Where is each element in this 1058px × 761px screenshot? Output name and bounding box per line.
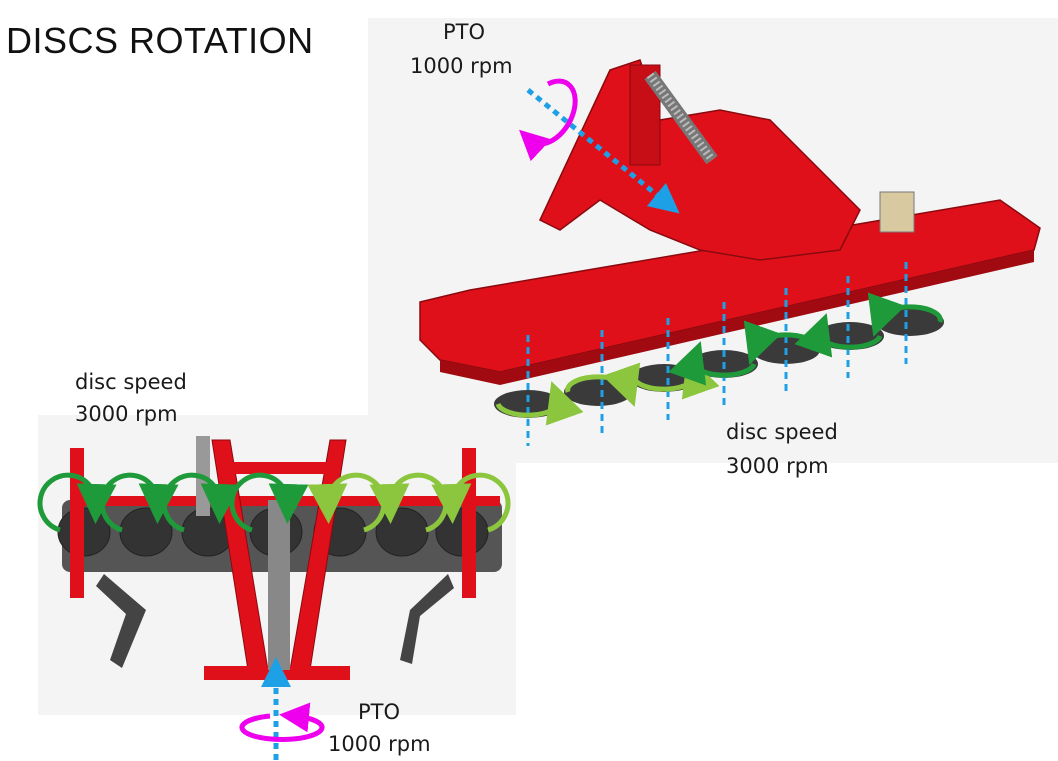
bottom-rotation-arrows: [37, 472, 511, 533]
bottom-mower: [37, 436, 511, 760]
top-arrow-6: [794, 313, 883, 358]
top-rotation-arrows: [495, 292, 943, 426]
top-disc-axes: [526, 262, 908, 446]
bottom-arrow-2: [99, 472, 179, 533]
top-pto-rotation-icon: [519, 78, 578, 162]
bottom-arrow-3: [161, 472, 241, 533]
top-pto-label: PTO: [442, 20, 486, 44]
bottom-arrow-1: [37, 472, 117, 533]
bottom-disc-speed-label: disc speed: [75, 370, 187, 394]
top-disc-speed-label: disc speed: [726, 420, 838, 444]
bottom-arrow-7: [431, 472, 511, 533]
top-pto-speed: 1000 rpm: [410, 54, 513, 78]
top-arrow-4: [668, 341, 757, 386]
top-mower: [419, 59, 1041, 446]
top-disc-speed-value: 3000 rpm: [726, 454, 829, 478]
bottom-pto-rotation-icon: [239, 702, 325, 742]
bottom-disc-speed-value: 3000 rpm: [75, 402, 178, 426]
bottom-pto-speed: 1000 rpm: [328, 732, 431, 756]
bottom-pto-label: PTO: [358, 700, 401, 724]
top-arrow-7: [867, 292, 943, 337]
top-pto-shaft: [526, 88, 680, 214]
bottom-arrow-4: [229, 472, 309, 533]
top-arrow-2: [565, 362, 641, 407]
page-title: DISCS ROTATION: [6, 20, 314, 61]
top-arrow-1: [495, 381, 584, 426]
